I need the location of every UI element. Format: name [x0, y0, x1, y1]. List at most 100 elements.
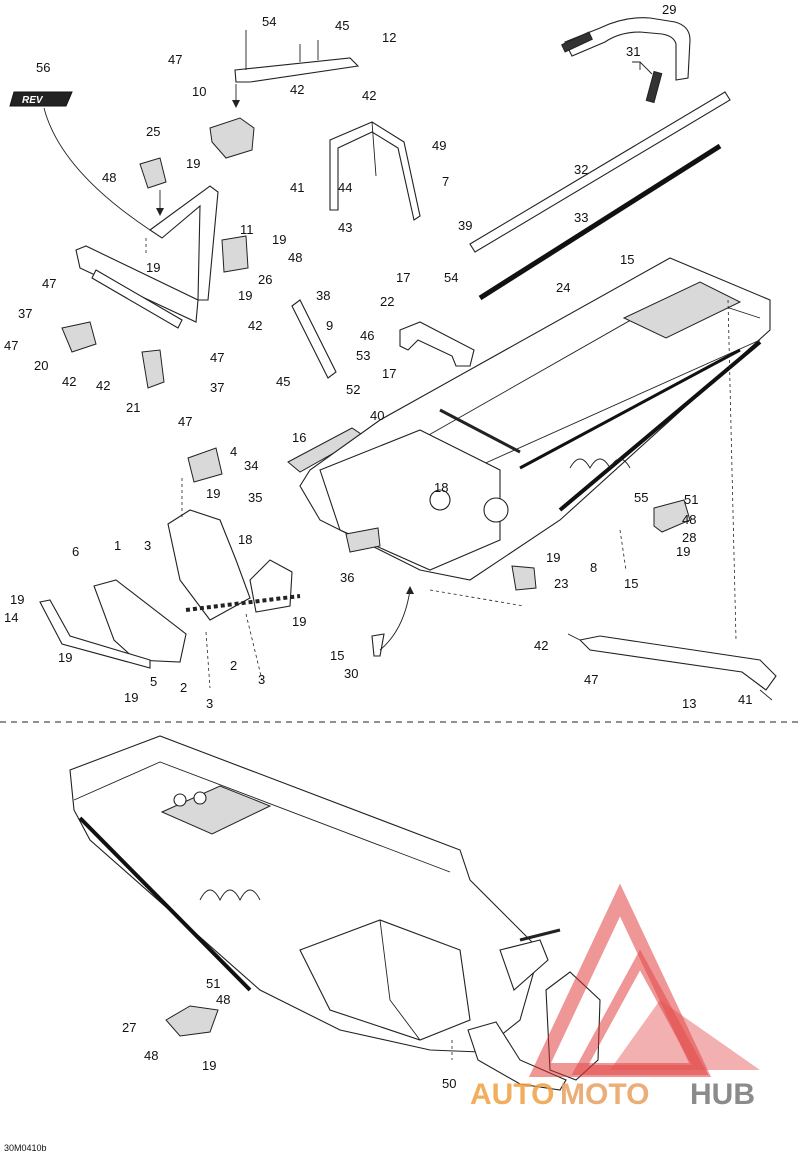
lower-bracket-27-part — [165, 1005, 219, 1037]
watermark-text-auto: AUTO — [470, 1078, 554, 1111]
callout-label: 3 — [144, 538, 151, 553]
rear-bracket-part — [653, 499, 691, 533]
callout-label: 32 — [574, 162, 588, 177]
drawing-code: 30M0410b — [4, 1143, 47, 1153]
upper-exploded-view: REV — [9, 17, 777, 701]
callout-label: 47 — [42, 276, 56, 291]
callout-label: 41 — [290, 180, 304, 195]
callout-label: 19 — [206, 486, 220, 501]
callout-label: 47 — [4, 338, 18, 353]
callout-label: 11 — [240, 222, 254, 237]
callout-label: 7 — [442, 174, 449, 189]
link-part — [371, 633, 385, 657]
callout-label: 49 — [432, 138, 446, 153]
front-bracket-part — [167, 509, 301, 621]
clip-part — [511, 565, 537, 591]
callout-label: 45 — [335, 18, 349, 33]
callout-label: 19 — [124, 690, 138, 705]
left-bracket-part — [61, 321, 97, 353]
callout-label: 22 — [380, 294, 394, 309]
callout-label: 48 — [144, 1048, 158, 1063]
callout-label: 2 — [230, 658, 237, 673]
steering-column-part — [291, 299, 337, 379]
rev-badge-part: REV — [9, 91, 151, 231]
callout-label: 21 — [126, 400, 140, 415]
callout-label: 55 — [634, 490, 648, 505]
callout-label: 19 — [676, 544, 690, 559]
callout-label: 19 — [238, 288, 252, 303]
callout-label: 44 — [338, 180, 352, 195]
automotohub-watermark: AUTO MOTO HUB — [470, 883, 760, 1111]
callout-label: 48 — [216, 992, 230, 1007]
callout-label: 8 — [590, 560, 597, 575]
callout-label: 19 — [546, 550, 560, 565]
callout-label: 42 — [96, 378, 110, 393]
rear-rod-part — [567, 633, 777, 701]
callout-label: 23 — [554, 576, 568, 591]
callout-label: 45 — [276, 374, 290, 389]
callout-label: 48 — [102, 170, 116, 185]
bumper-part — [39, 579, 187, 669]
callout-label: 19 — [58, 650, 72, 665]
callout-label: 38 — [316, 288, 330, 303]
callout-label: 37 — [210, 380, 224, 395]
callout-label: 48 — [288, 250, 302, 265]
callout-label: 27 — [122, 1020, 136, 1035]
rev-badge-text: REV — [22, 95, 44, 106]
callout-label: 5 — [150, 674, 157, 689]
callout-label: 15 — [330, 648, 344, 663]
callout-label: 42 — [62, 374, 76, 389]
lower-chassis-view — [69, 735, 601, 1091]
callout-label: 42 — [248, 318, 262, 333]
callout-label: 42 — [290, 82, 304, 97]
callout-label: 31 — [626, 44, 640, 59]
callout-label: 19 — [186, 156, 200, 171]
watermark-logo-mark — [528, 883, 760, 1077]
callout-label: 19 — [10, 592, 24, 607]
callout-label: 46 — [360, 328, 374, 343]
callout-label: 10 — [192, 84, 206, 99]
callout-label: 36 — [340, 570, 354, 585]
callout-label: 56 — [36, 60, 50, 75]
callout-label: 51 — [206, 976, 220, 991]
callout-label: 15 — [620, 252, 634, 267]
callout-label: 47 — [584, 672, 598, 687]
callout-label: 47 — [210, 350, 224, 365]
callout-label: 50 — [442, 1076, 456, 1091]
callout-label: 19 — [146, 260, 160, 275]
callout-label: 3 — [206, 696, 213, 711]
callout-label: 25 — [146, 124, 160, 139]
callout-label: 28 — [682, 530, 696, 545]
callout-label: 24 — [556, 280, 570, 295]
callout-label: 29 — [662, 2, 676, 17]
callout-label: 1 — [114, 538, 121, 553]
callout-label: 47 — [178, 414, 192, 429]
callout-label: 51 — [684, 492, 698, 507]
front-aframe-part — [75, 157, 249, 329]
handle-grip-part — [561, 17, 691, 104]
callout-label: 15 — [624, 576, 638, 591]
callout-label: 9 — [326, 318, 333, 333]
callout-label: 17 — [382, 366, 396, 381]
callout-label: 14 — [4, 610, 18, 625]
callout-label: 4 — [230, 444, 237, 459]
side-rails-part — [469, 91, 731, 301]
callout-label: 48 — [682, 512, 696, 527]
callout-label: 42 — [362, 88, 376, 103]
lower-bracket-part — [141, 349, 165, 389]
callout-label: 34 — [244, 458, 258, 473]
callout-label: 3 — [258, 672, 265, 687]
callout-label: 2 — [180, 680, 187, 695]
watermark-text-moto: MOTO — [560, 1078, 649, 1111]
callout-label: 33 — [574, 210, 588, 225]
callout-label: 54 — [444, 270, 458, 285]
callout-label: 37 — [18, 306, 32, 321]
steering-upper-bracket-part — [329, 121, 421, 221]
callout-label: 43 — [338, 220, 352, 235]
callout-label: 12 — [382, 30, 396, 45]
top-plate-part — [187, 447, 223, 483]
callout-label: 47 — [168, 52, 182, 67]
callout-label: 35 — [248, 490, 262, 505]
callout-label: 20 — [34, 358, 48, 373]
